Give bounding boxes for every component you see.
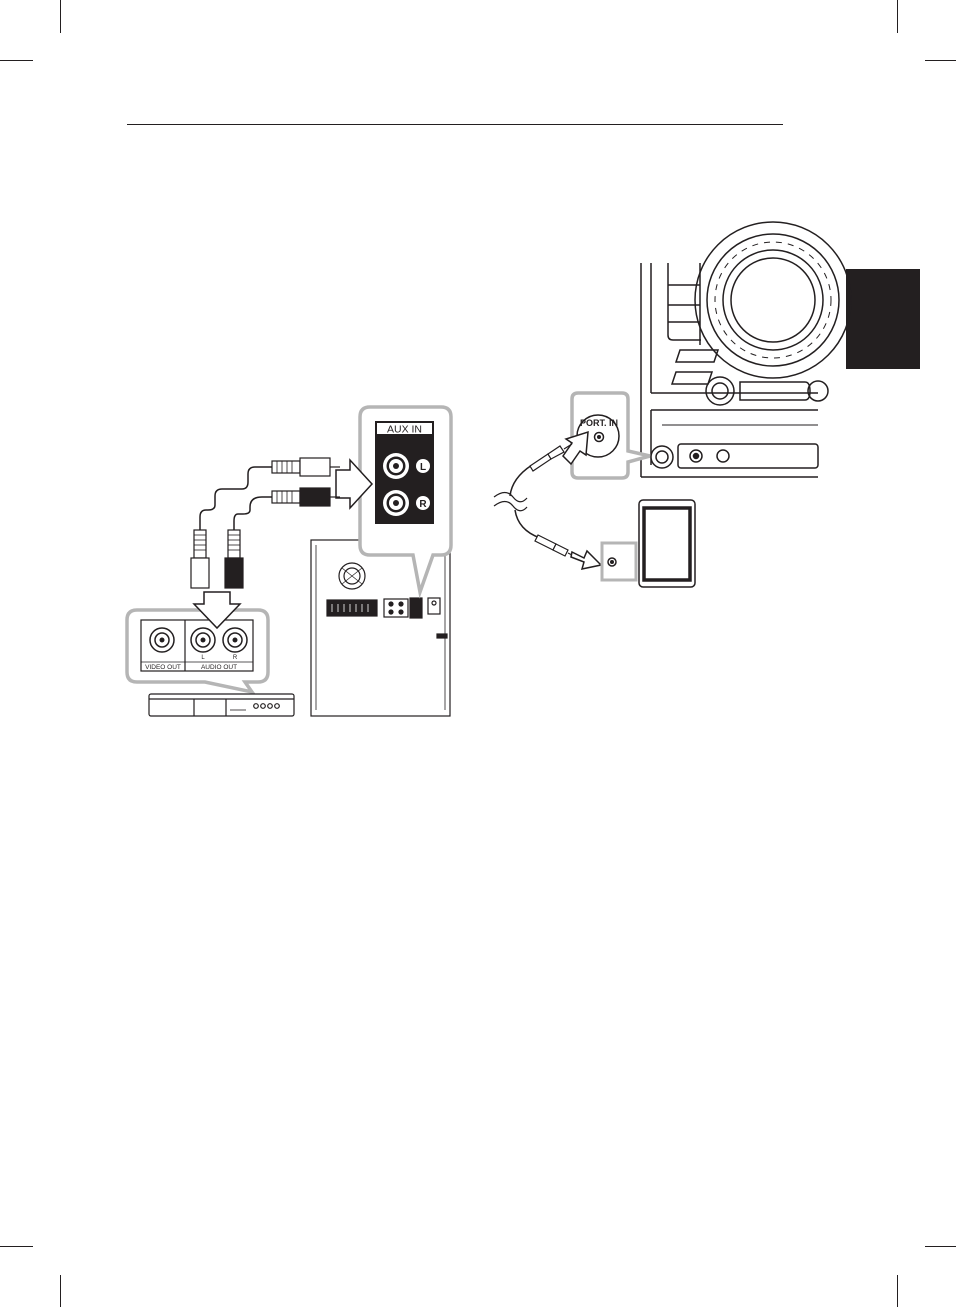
main-unit-front (641, 222, 851, 477)
audio-out-label: AUDIO OUT (201, 664, 237, 671)
port-in-label: PORT. IN (580, 418, 618, 428)
aux-in-left-label: L (420, 462, 426, 473)
rca-plug-black-bottom (225, 530, 243, 588)
audio-out-callout: L R VIDEO OUT AUDIO OUT (127, 610, 268, 692)
portable-arrow (571, 551, 601, 569)
portable-device (602, 500, 695, 587)
video-out-label: VIDEO OUT (145, 664, 181, 671)
rca-plug-white-bottom (191, 530, 209, 588)
rca-cable-wires (200, 467, 272, 530)
rca-plug-black-top (272, 488, 340, 506)
source-player (149, 694, 294, 716)
aux-in-label: AUX IN (387, 424, 422, 436)
rca-plug-white-top (272, 458, 340, 476)
aux-in-right-label: R (419, 499, 427, 510)
audio-out-r-label: R (233, 655, 238, 661)
jack-plug-bottom (535, 535, 576, 557)
portable-cable (494, 465, 540, 538)
